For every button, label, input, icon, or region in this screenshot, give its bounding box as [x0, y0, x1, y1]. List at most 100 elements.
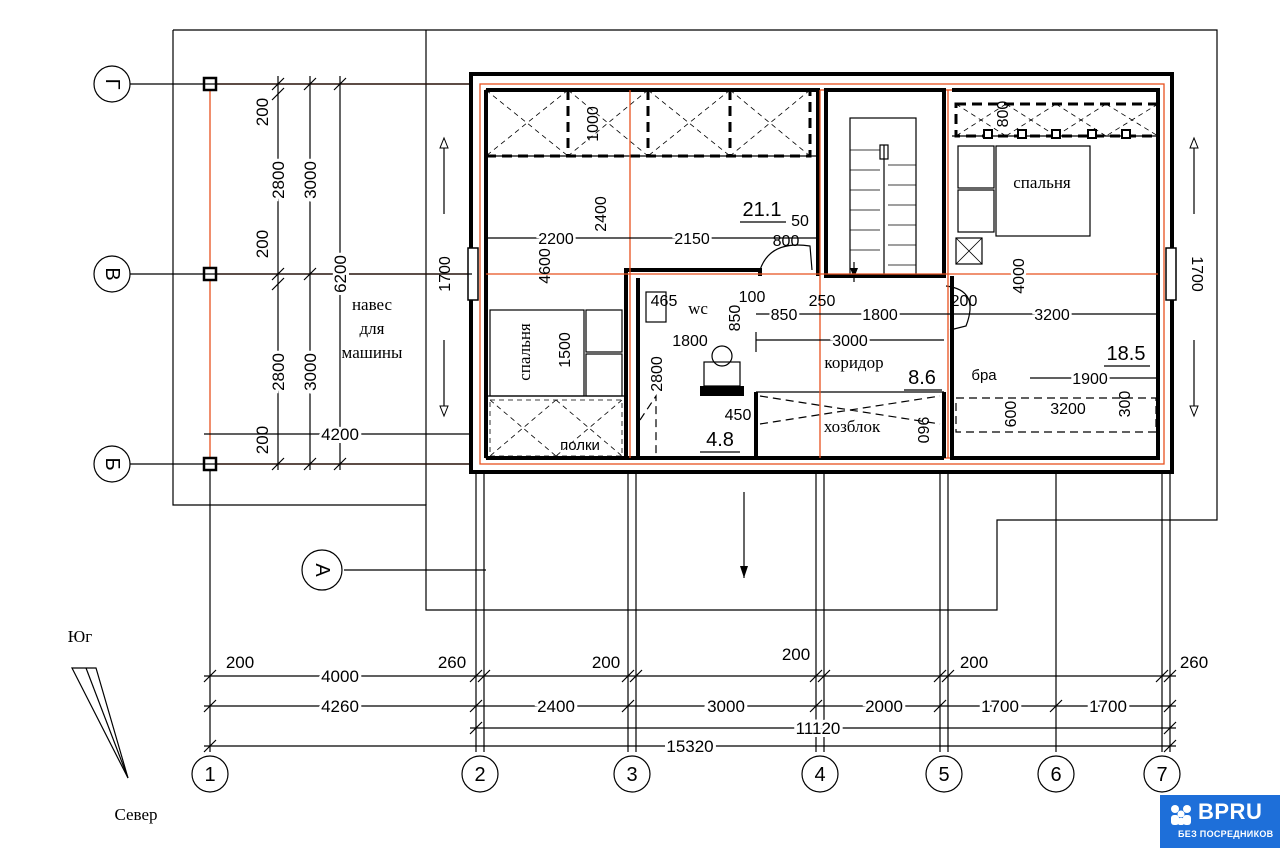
grid-bubble-1	[191, 755, 229, 793]
grid-bubble-6	[1037, 755, 1075, 793]
label-sconce: бра	[971, 367, 997, 384]
bath-fixture	[700, 386, 744, 396]
dim-text: 200	[782, 645, 810, 664]
dim-text: 2000	[865, 697, 903, 716]
dim-text: 2400	[537, 697, 575, 716]
dim-text: 600	[1003, 401, 1020, 428]
interior-dimensions: 1700 1700 1000 2400 2200 2150 800 50 460…	[437, 101, 1205, 444]
dim-text: 800	[773, 233, 800, 250]
grid-label-1: 1	[204, 764, 215, 786]
staircase	[849, 117, 917, 282]
dim-text: 1800	[672, 333, 708, 350]
dim-text: 200	[226, 653, 254, 672]
area-left: 21.1	[743, 199, 782, 221]
label-shelves: полки	[560, 437, 600, 454]
section-arrows	[439, 136, 1199, 418]
grid-bubble-b	[93, 445, 131, 483]
dim-text: 2800	[649, 356, 666, 392]
dim-text: 3000	[707, 697, 745, 716]
bpru-logo: BPRU БЕЗ ПОСРЕДНИКОВ	[1160, 795, 1280, 848]
compass-south: Юг	[68, 627, 92, 646]
dim-text: 3200	[1050, 401, 1086, 418]
dim-text: 850	[727, 305, 744, 332]
dim-text: 2400	[593, 196, 610, 232]
site-outline	[172, 29, 1218, 611]
room-label-storage: хозблок	[824, 417, 881, 436]
grid-label-4: 4	[814, 764, 825, 786]
people-icon	[1171, 805, 1191, 825]
dim-text: 200	[253, 98, 272, 126]
room-label-bedroom-right: спальня	[1013, 173, 1071, 192]
dim-text: 850	[771, 307, 798, 324]
compass-north: Север	[114, 805, 157, 824]
dim-text: 1700	[437, 256, 454, 292]
dim-text: 1800	[862, 307, 898, 324]
grid-bubbles	[93, 65, 1181, 793]
dim-text: 960	[914, 417, 931, 444]
grid-bubble-labels: Г В Б А 1 2 3 4 5 6 7	[101, 79, 1168, 786]
dim-text: 3000	[301, 353, 320, 391]
area-corridor: 8.6	[908, 367, 936, 389]
dim-text: 450	[725, 407, 752, 424]
grid-axis-lines	[130, 83, 1171, 752]
dim-text: 50	[791, 213, 809, 230]
dim-text: 6200	[331, 255, 350, 293]
guide-lines	[486, 90, 1158, 458]
dim-text: 2150	[674, 231, 710, 248]
grid-label-v: В	[101, 267, 123, 280]
grid-bubble-5	[925, 755, 963, 793]
dim-text: 4000	[1011, 258, 1028, 294]
compass-arrow-icon	[71, 667, 129, 779]
logo-tagline: БЕЗ ПОСРЕДНИКОВ	[1178, 829, 1274, 839]
doors	[755, 244, 971, 352]
dim-text: 2800	[269, 353, 288, 391]
dim-text: 200	[253, 426, 272, 454]
grid-bubble-v	[93, 255, 131, 293]
dim-text: 11120	[796, 719, 841, 738]
dim-text: 4200	[321, 425, 359, 444]
room-label-carport-1: навес	[352, 295, 393, 314]
grid-bubble-2	[461, 755, 499, 793]
dim-text: 3200	[1034, 307, 1070, 324]
grid-label-3: 3	[626, 764, 637, 786]
area-wc: 4.8	[706, 429, 734, 451]
room-label-carport-2: для	[360, 319, 385, 338]
dim-text: 100	[739, 289, 766, 306]
dim-text: 200	[960, 653, 988, 672]
logo-name: BPRU	[1198, 799, 1263, 824]
grid-label-a: А	[311, 563, 333, 577]
grid-bubble-a	[301, 549, 343, 591]
dim-text: 2200	[538, 231, 574, 248]
dimension-lines-bottom	[203, 669, 1177, 753]
dim-text: 15320	[666, 737, 713, 756]
dim-text: 200	[253, 230, 272, 258]
dim-text: 1500	[557, 332, 574, 368]
dim-text: 260	[1180, 653, 1208, 672]
dim-text: 1900	[1072, 371, 1108, 388]
dimension-lines-left	[204, 76, 470, 471]
dim-text: 1700	[1089, 697, 1127, 716]
grid-bubble-3	[613, 755, 651, 793]
dim-text: 800	[995, 101, 1012, 128]
dim-text: 300	[1117, 391, 1134, 418]
grid-label-5: 5	[938, 764, 949, 786]
dim-text: 4600	[537, 248, 554, 284]
grid-label-g: Г	[101, 79, 123, 90]
room-label-carport-3: машины	[342, 343, 403, 362]
grid-bubble-4	[801, 755, 839, 793]
room-label-corridor: коридор	[824, 353, 883, 372]
dim-text: 1000	[585, 106, 602, 142]
dim-text: 3000	[301, 161, 320, 199]
hidden-lines	[639, 394, 941, 456]
dim-text: 260	[438, 653, 466, 672]
grid-label-2: 2	[474, 764, 485, 786]
dim-text: 250	[809, 293, 836, 310]
dim-text: 1700	[981, 697, 1019, 716]
grid-bubble-g	[93, 65, 131, 103]
grid-label-b: Б	[101, 457, 123, 470]
dim-text: 200	[951, 293, 978, 310]
area-labels: 21.1 4.8 8.6 18.5	[700, 199, 1150, 453]
dim-text: 465	[651, 293, 678, 310]
dim-text: 4260	[321, 697, 359, 716]
